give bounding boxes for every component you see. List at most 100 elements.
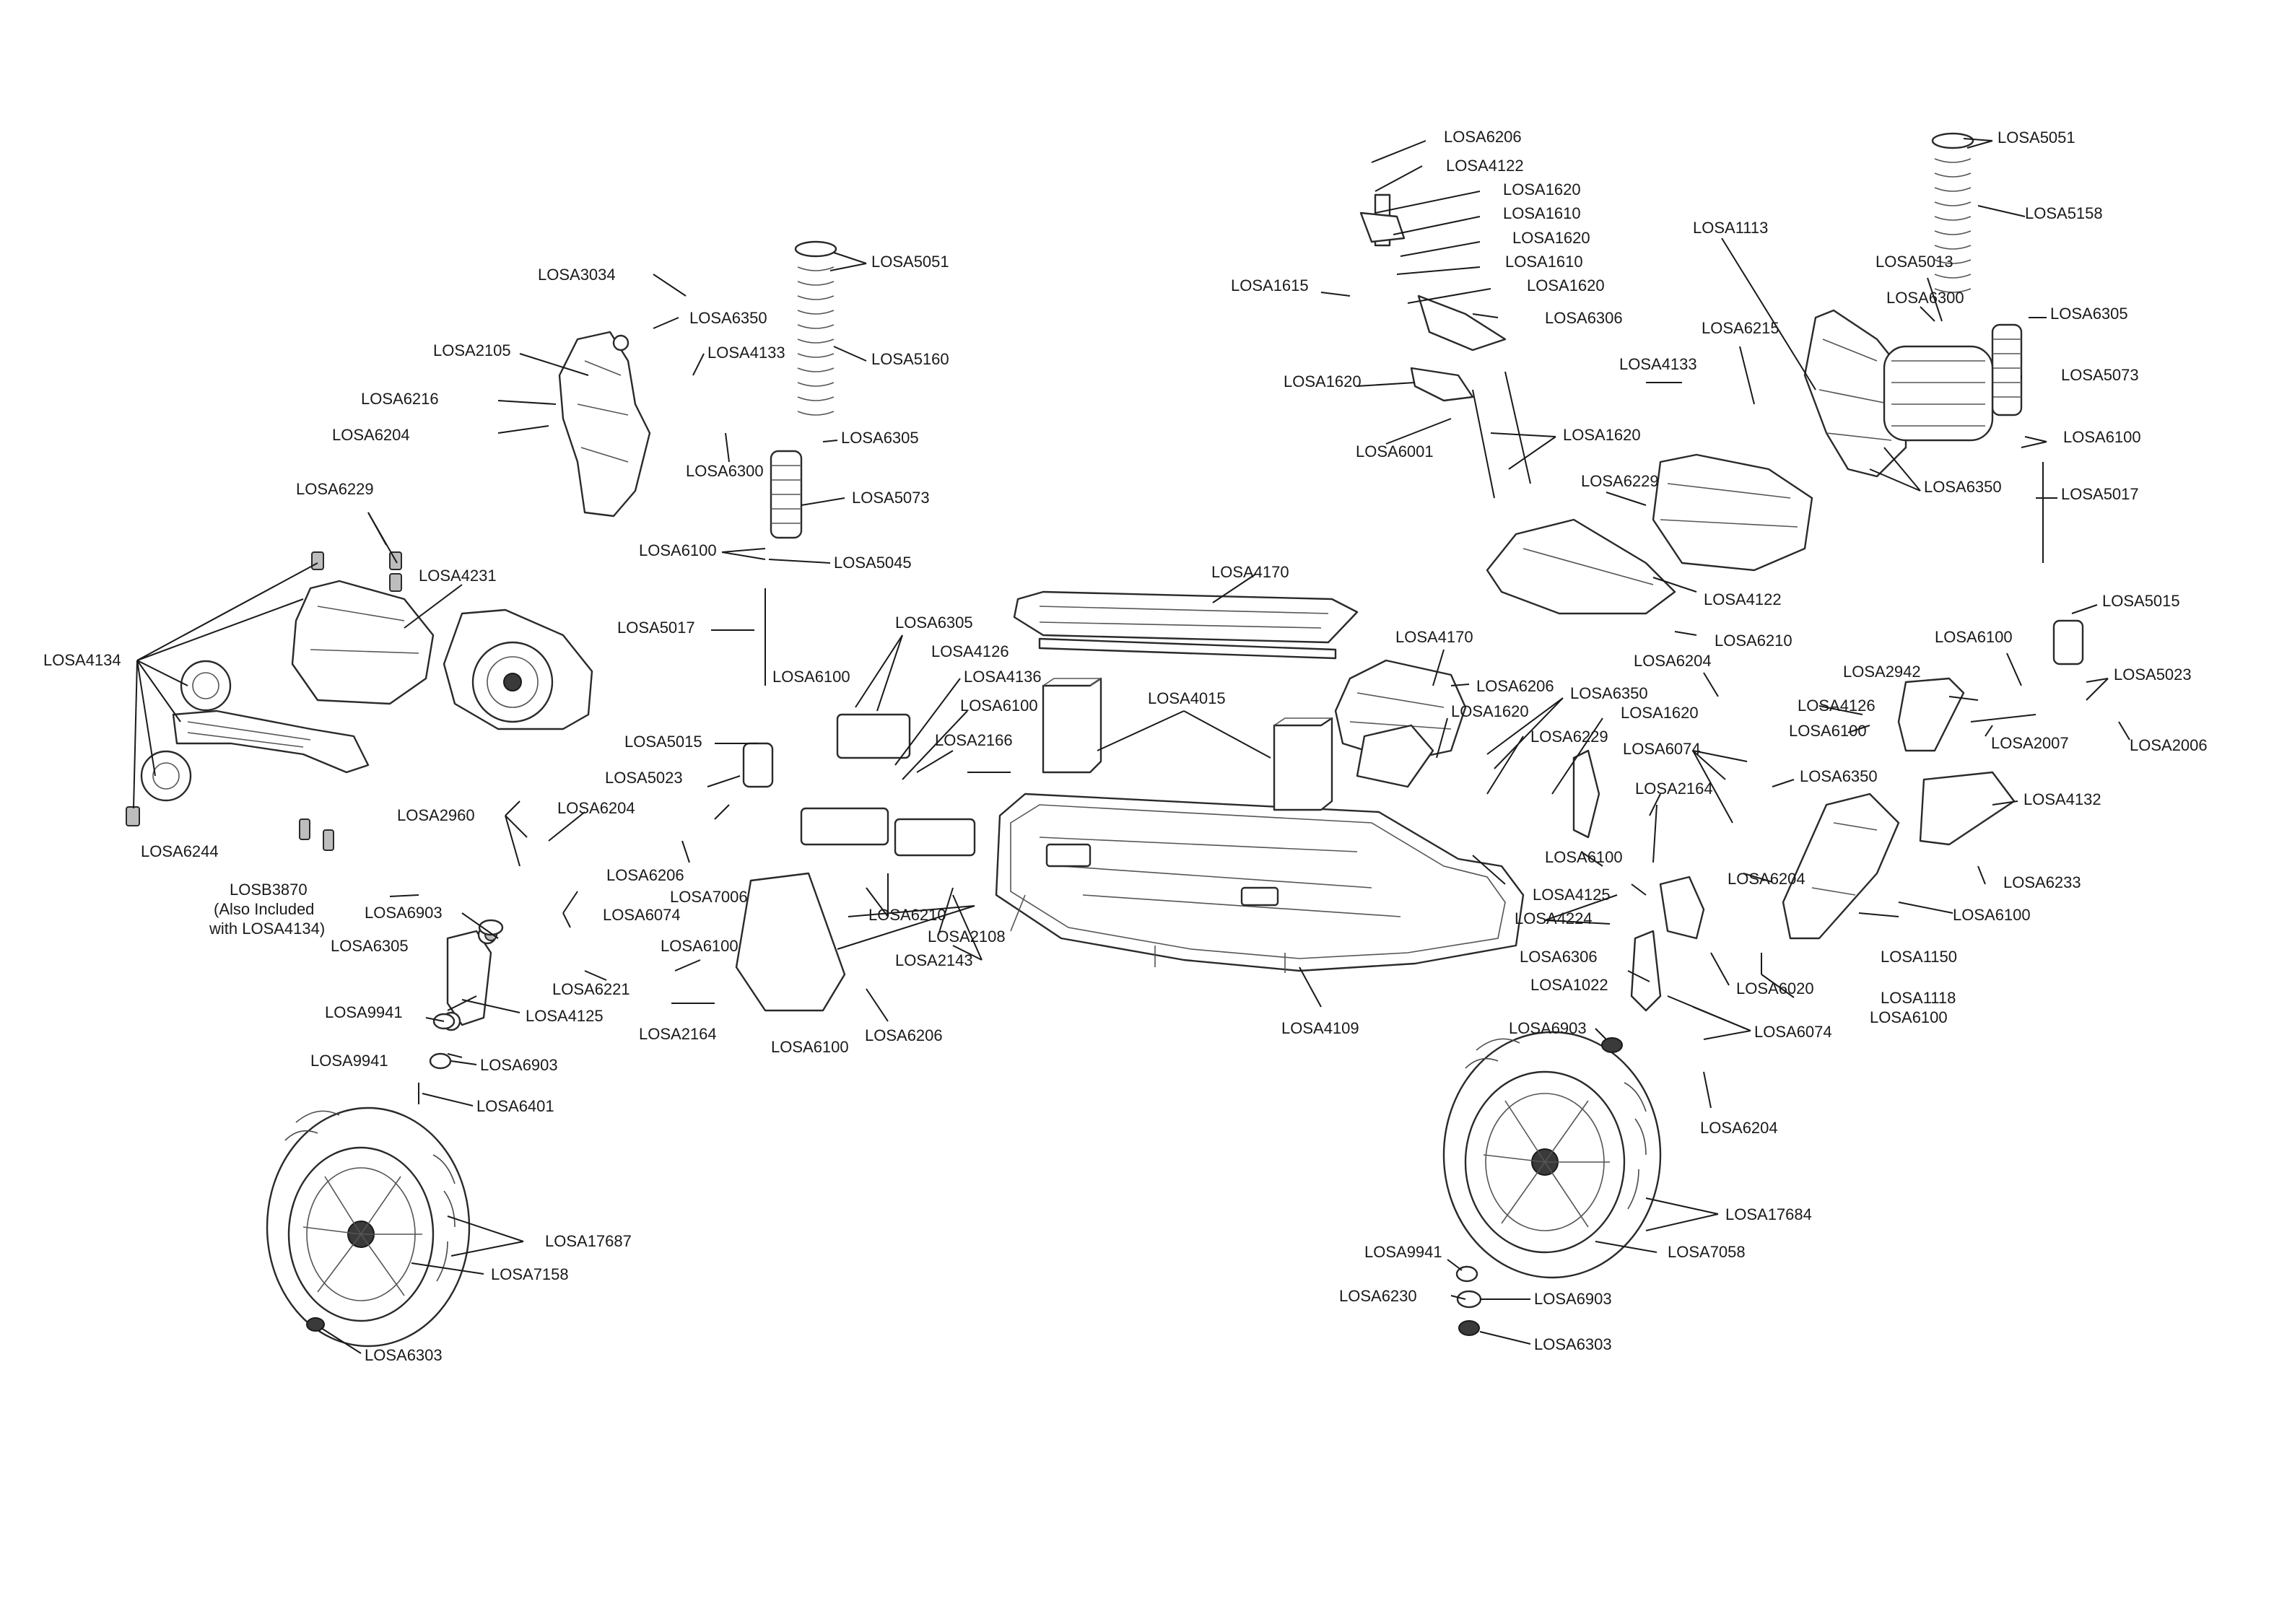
callout-label: LOSA4133 — [707, 344, 785, 362]
callout-label: LOSA5051 — [1998, 128, 2075, 147]
callout-label: LOSA6020 — [1736, 979, 1814, 997]
callout-label: LOSA6306 — [1545, 309, 1623, 327]
callout-label: LOSA4109 — [1281, 1019, 1359, 1037]
callout-label: LOSA6305 — [895, 614, 973, 632]
callout-label: LOSA6233 — [2003, 873, 2081, 891]
callout-label: LOSA6903 — [365, 904, 443, 922]
callout-label: LOSA4125 — [1533, 886, 1611, 904]
callout-label: LOSA6303 — [1534, 1335, 1612, 1353]
callout-label: LOSA5013 — [1876, 253, 1953, 271]
callout-label: LOSA2164 — [639, 1025, 717, 1043]
callout-label: LOSA6204 — [1728, 870, 1805, 888]
callout-label: LOSA6230 — [1339, 1287, 1417, 1305]
callout-label: LOSA6215 — [1702, 319, 1779, 337]
callout-label: LOSA9941 — [310, 1052, 388, 1070]
callout-label: LOSA4122 — [1446, 157, 1524, 175]
callout-label: LOSA6300 — [1886, 289, 1964, 307]
callout-label: LOSA6100 — [772, 668, 850, 686]
callout-label: LOSA6100 — [1789, 722, 1867, 740]
callout-label: LOSA6303 — [365, 1346, 443, 1364]
front-shock-tower — [558, 331, 651, 518]
callout-label: LOSA1022 — [1530, 976, 1608, 994]
callout-label: LOSA4231 — [419, 567, 497, 585]
callout-label: LOSA4122 — [1704, 590, 1782, 608]
callout-label: LOSA5015 — [2102, 592, 2180, 610]
callout-label: LOSA6350 — [689, 309, 767, 327]
callout-label: LOSA2108 — [928, 927, 1006, 946]
callout-label: LOSA6350 — [1800, 767, 1878, 785]
callout-label: LOSA7006 — [670, 888, 748, 906]
callout-label: LOSA1620 — [1563, 426, 1641, 444]
rear-gearbox — [1486, 453, 1813, 615]
rear-wheel-tire — [1442, 1031, 1662, 1279]
front-gearbox — [291, 580, 593, 730]
callout-label: LOSA6229 — [1530, 728, 1608, 746]
callout-label: LOSA17687 — [545, 1232, 632, 1250]
callout-label: LOSA6204 — [1700, 1119, 1778, 1137]
callout-label: LOSA2164 — [1635, 780, 1713, 798]
callout-label: LOSA7158 — [491, 1265, 569, 1283]
leader-lines — [133, 138, 2130, 1354]
callout-label: LOSA6244 — [141, 842, 219, 860]
callout-label: LOSA1620 — [1284, 372, 1362, 390]
callout-label: LOSA17684 — [1725, 1205, 1812, 1223]
callout-label: LOSA2105 — [433, 341, 511, 359]
callout-label: LOSA1610 — [1505, 253, 1583, 271]
callout-label: LOSA4125 — [526, 1007, 604, 1025]
rear-suspension-arms — [1782, 677, 2016, 940]
callout-label: LOSA6100 — [639, 541, 717, 559]
callout-label: LOSA6216 — [361, 390, 439, 408]
callout-label: LOSA6305 — [2050, 305, 2128, 323]
callout-label: LOSA5017 — [2061, 485, 2139, 503]
callout-label: LOSA6206 — [606, 866, 684, 884]
callout-label: LOSA1620 — [1451, 702, 1529, 720]
callout-label: LOSA9941 — [325, 1003, 403, 1021]
callout-label: LOSA9941 — [1364, 1243, 1442, 1261]
callout-label: LOSA5017 — [617, 619, 695, 637]
callout-label: LOSA6305 — [331, 937, 409, 955]
part-illustrations — [126, 132, 2084, 1348]
callout-label: LOSA6305 — [841, 429, 919, 447]
callout-label: LOSA6074 — [1754, 1023, 1832, 1041]
callout-label: LOSA6204 — [1634, 652, 1712, 670]
callout-label: LOSA6100 — [1545, 848, 1623, 866]
callout-label: LOSA6206 — [1476, 677, 1554, 695]
callout-label: LOSA6206 — [1444, 128, 1522, 146]
callout-label: LOSA6350 — [1570, 684, 1648, 702]
callout-label: LOSA1615 — [1231, 276, 1309, 294]
callout-label: LOSA5015 — [624, 733, 702, 751]
rear-hub — [1572, 749, 1705, 1012]
callout-label: LOSA2143 — [895, 951, 973, 969]
front-hub — [441, 925, 497, 1031]
callout-label: LOSA5160 — [871, 350, 949, 368]
callout-label: LOSA6100 — [1935, 628, 2013, 646]
callout-label: LOSA6229 — [1581, 472, 1659, 490]
callout-label: LOSA1620 — [1527, 276, 1605, 294]
callout-label: LOSA1118 — [1881, 989, 1956, 1007]
callout-label: LOSA6903 — [1534, 1290, 1612, 1308]
callout-label: LOSA1620 — [1503, 180, 1581, 198]
callout-label: LOSA1610 — [1503, 204, 1581, 222]
callout-label: LOSA6903 — [1509, 1019, 1587, 1037]
callout-label: LOSA1620 — [1621, 704, 1699, 722]
callout-label: LOSA4136 — [964, 668, 1042, 686]
callout-label: LOSA6300 — [686, 462, 764, 480]
callout-label: LOSA2007 — [1991, 734, 2069, 752]
front-suspension-arms — [126, 551, 402, 851]
callout-label: LOSA5073 — [852, 489, 930, 507]
callout-label: LOSA6306 — [1520, 948, 1598, 966]
callout-label: LOSA6100 — [1870, 1008, 1948, 1026]
callout-label: LOSA4170 — [1395, 628, 1473, 646]
callout-label: LOSA6221 — [552, 980, 630, 998]
callout-label: (Also Included — [214, 900, 314, 918]
callout-label: LOSA6229 — [296, 480, 374, 498]
upper-brace — [1013, 590, 1359, 660]
callout-label: LOSA5023 — [2114, 665, 2192, 684]
callout-label: LOSA6100 — [771, 1038, 849, 1056]
callout-label: LOSA6100 — [2063, 428, 2141, 446]
rear-shock-tower — [1803, 309, 1907, 478]
battery-packs — [1042, 677, 1333, 811]
callout-label: LOSA6100 — [1953, 906, 2031, 924]
